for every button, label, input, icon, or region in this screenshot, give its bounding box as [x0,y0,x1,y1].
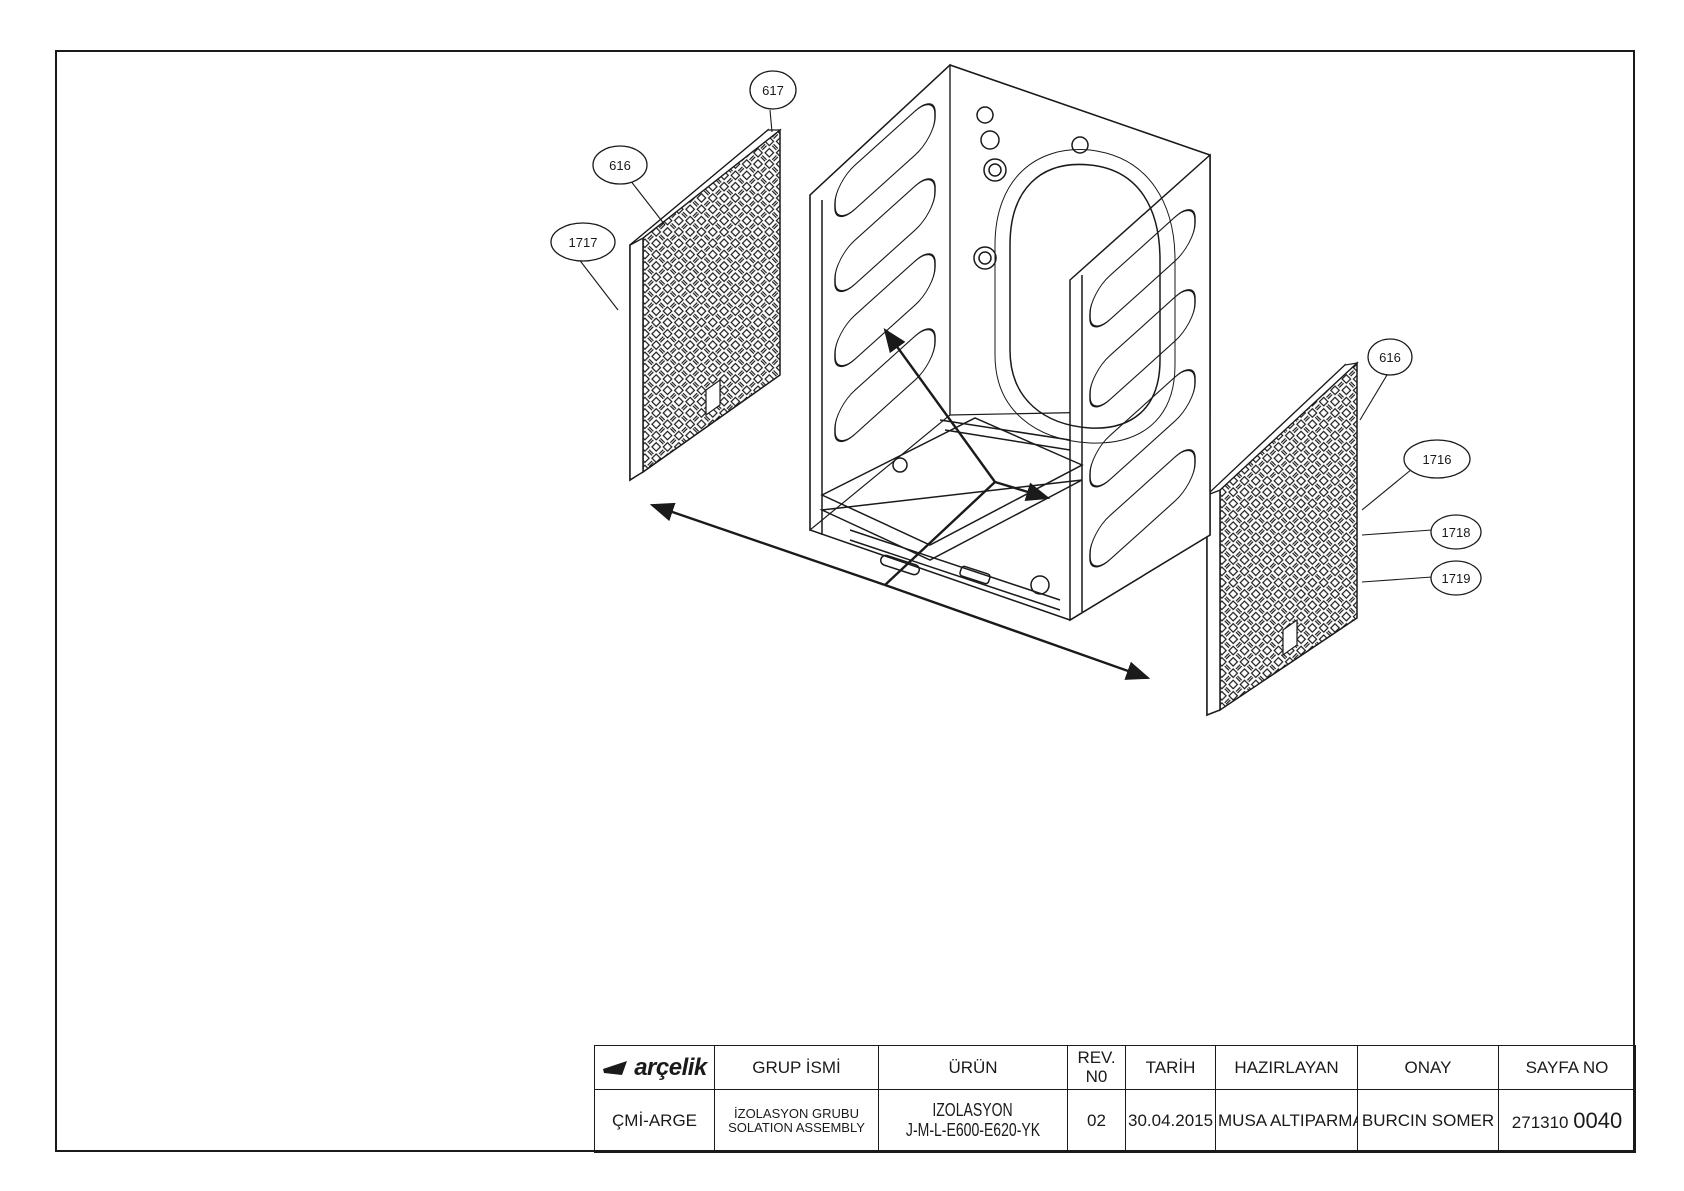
page-no-suffix: 0040 [1573,1108,1623,1133]
brand-logo-cell: arçelik [594,1045,715,1090]
brand-logo-text: arçelik [634,1053,707,1081]
svg-text:617: 617 [762,83,784,98]
group-name-value: İZOLASYON GRUBU SOLATION ASSEMBLY [714,1089,879,1153]
group-name-line2: SOLATION ASSEMBLY [728,1120,865,1135]
svg-text:1716: 1716 [1423,452,1452,467]
header-rev-no: REV. N0 [1067,1045,1126,1090]
header-group-name: GRUP İSMİ [714,1045,879,1090]
approval-value: BURCIN SOMER [1357,1089,1499,1153]
axis-arrows [649,328,1151,680]
header-rev-no-line2: N0 [1085,1066,1108,1086]
header-approval: ONAY [1357,1045,1499,1090]
svg-text:616: 616 [1379,350,1401,365]
callout-616-left: 616 [592,145,648,185]
header-product: ÜRÜN [878,1045,1068,1090]
rev-no-value: 02 [1067,1089,1126,1153]
header-page-no: SAYFA NO [1498,1045,1636,1090]
arcelik-logo-icon [603,1060,628,1075]
header-date: TARİH [1125,1045,1216,1090]
callout-leaders [577,109,1433,583]
svg-text:1719: 1719 [1442,571,1471,586]
group-name-line1: İZOLASYON GRUBU [734,1105,859,1121]
prepared-by-value: MUSA ALTIPARMAK [1215,1089,1358,1153]
svg-text:1718: 1718 [1442,525,1471,540]
department-value: ÇMİ-ARGE [594,1089,715,1153]
right-insulation-panel [1206,361,1359,717]
callout-617: 617 [749,70,797,110]
callout-616-right: 616 [1367,338,1413,376]
left-insulation-panel [629,128,782,482]
header-rev-no-line1: REV. [1077,1047,1116,1067]
callout-1716: 1716 [1403,439,1471,479]
header-prepared-by: HAZIRLAYAN [1215,1045,1358,1090]
cabinet-body [809,63,1211,622]
title-block: arçelik GRUP İSMİ ÜRÜN REV. N0 TARİH HAZ… [594,1045,1636,1153]
page-no-prefix: 271310 [1511,1113,1569,1132]
svg-text:1717: 1717 [569,235,598,250]
date-value: 30.04.2015 [1125,1089,1216,1153]
callout-1719: 1719 [1430,560,1482,596]
product-line1: IZOLASYON [932,1100,1014,1121]
svg-text:616: 616 [609,158,631,173]
product-line2: J-M-L-E600-E620-YK [905,1120,1041,1140]
callout-1718: 1718 [1430,514,1482,550]
callout-1717: 1717 [550,222,616,262]
page-no-value: 271310 0040 [1498,1089,1636,1153]
product-value: IZOLASYON J-M-L-E600-E620-YK [878,1089,1068,1153]
